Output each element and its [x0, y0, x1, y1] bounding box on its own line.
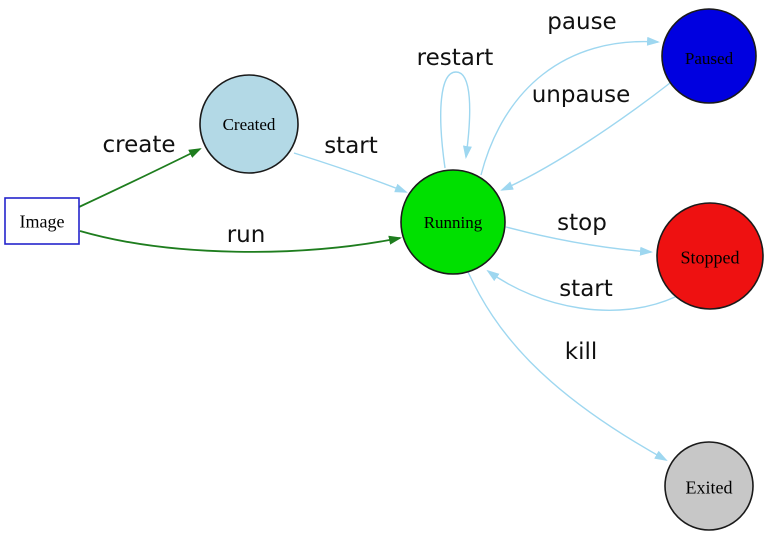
edge-start-stopped-running — [486, 269, 676, 311]
edge-label-create: create — [102, 132, 175, 158]
edge-start-created-running — [293, 152, 408, 193]
edge-restart-loop — [440, 71, 472, 169]
node-image — [4, 197, 80, 245]
edge-create — [78, 148, 202, 208]
edge-label-kill: kill — [565, 339, 598, 365]
node-paused — [661, 8, 757, 104]
node-label-image: Image — [20, 211, 65, 231]
edge-pause — [480, 36, 660, 176]
edge-kill — [467, 271, 668, 461]
edge-stop — [505, 226, 653, 256]
edge-label-restart: restart — [417, 45, 494, 71]
node-created — [199, 74, 299, 174]
node-stopped — [656, 202, 764, 310]
node-exited — [664, 441, 754, 531]
node-label-exited: Exited — [686, 477, 733, 497]
node-label-stopped: Stopped — [680, 247, 739, 267]
edge-label-start-return: start — [559, 276, 613, 302]
node-label-paused: Paused — [685, 49, 734, 68]
edge-label-unpause: unpause — [532, 82, 631, 108]
edge-label-pause: pause — [547, 9, 616, 35]
node-label-created: Created — [223, 115, 276, 134]
edge-unpause — [500, 82, 671, 191]
edge-label-start: start — [324, 133, 378, 159]
edge-label-stop: stop — [557, 210, 607, 236]
edge-label-run: run — [227, 222, 266, 248]
edge-run — [79, 230, 402, 253]
node-label-running: Running — [424, 213, 483, 232]
node-running — [400, 169, 506, 275]
